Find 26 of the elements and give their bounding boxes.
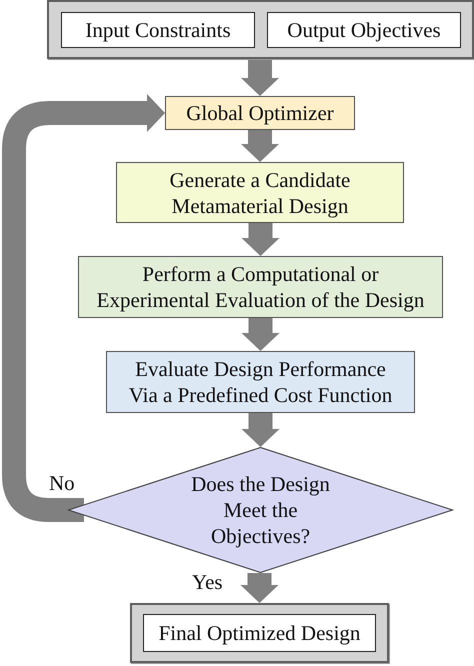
process-box [61, 12, 255, 48]
arrow [241, 130, 279, 162]
arrow [242, 318, 280, 351]
process-box [106, 351, 415, 413]
decision-text: Does the Design Meet the Objectives? [190, 471, 331, 549]
arrow [241, 59, 279, 96]
process-box [143, 614, 376, 652]
group-panel [47, 0, 474, 59]
step-text: Output Objectives [287, 17, 441, 43]
step-text: Perform a Computational or Experimental Evaluation of the Design [96, 261, 426, 313]
step-text: Final Optimized Design [158, 620, 360, 646]
arrow [240, 573, 278, 603]
step-text: Input Constraints [85, 17, 231, 43]
process-box [78, 256, 443, 318]
step-text: Global Optimizer [186, 100, 334, 126]
edge-label: Yes [192, 569, 223, 595]
loop-arrow [2, 94, 165, 522]
edge-label: No [49, 470, 75, 496]
process-box [267, 12, 461, 48]
step-text: Generate a Candidate Metamaterial Design [168, 166, 352, 218]
arrow [242, 223, 280, 256]
group-panel [130, 603, 389, 663]
process-box [116, 162, 404, 223]
step-text: Evaluate Design Performance Via a Predefined Cost Function [128, 356, 394, 408]
process-box [165, 96, 355, 130]
arrow [242, 413, 280, 447]
